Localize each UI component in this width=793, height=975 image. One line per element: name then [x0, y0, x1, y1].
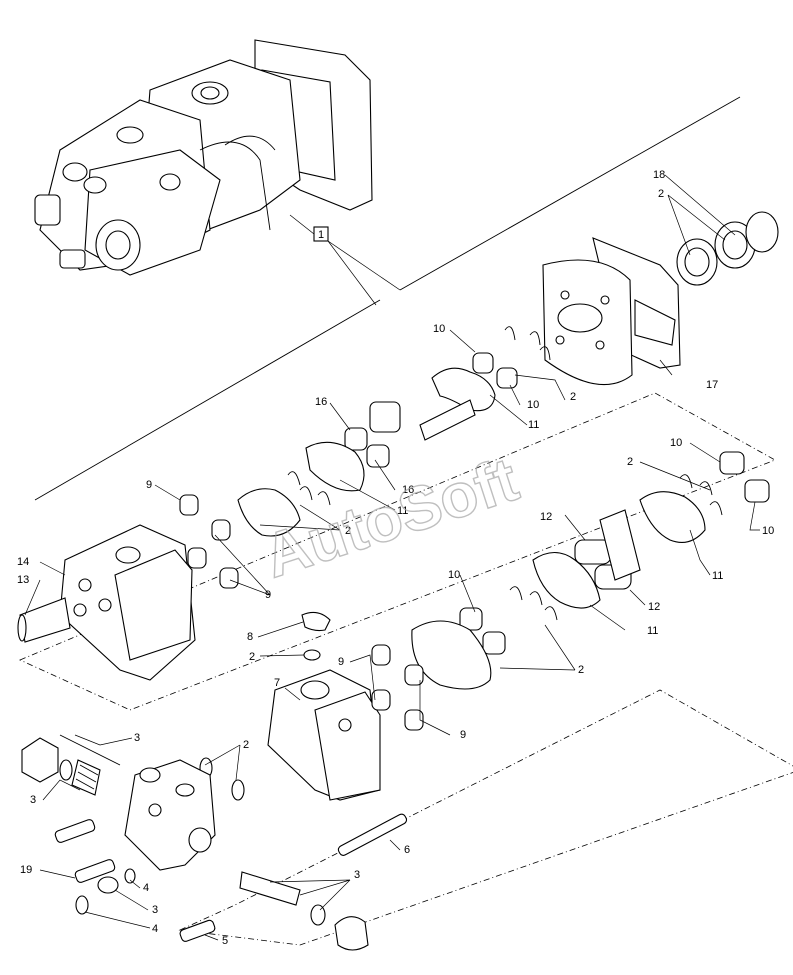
callout-1: 1 — [318, 229, 324, 241]
callout-10: 10 — [527, 399, 539, 411]
callout-6: 6 — [404, 844, 410, 856]
callout-17: 17 — [706, 379, 718, 391]
callout-12: 12 — [648, 601, 660, 613]
o-ring — [310, 904, 326, 926]
front-housing — [17, 524, 196, 681]
middle-housing — [267, 669, 381, 801]
callout-2: 2 — [345, 525, 351, 537]
lower-gear-set — [411, 451, 770, 690]
callout-16: 16 — [402, 484, 414, 496]
section-box-middle — [19, 392, 776, 711]
callout-10: 10 — [433, 323, 445, 335]
callout-18: 18 — [653, 169, 665, 181]
callout-9: 9 — [460, 729, 466, 741]
callout-2: 2 — [658, 188, 664, 200]
long-bolt — [337, 813, 408, 856]
bushing — [404, 709, 424, 731]
hex-plug — [334, 916, 369, 951]
callout-7: 7 — [274, 677, 280, 689]
bushing — [371, 644, 391, 666]
fitting — [97, 876, 119, 894]
spring — [71, 759, 101, 796]
gasket-plate — [237, 488, 301, 537]
retaining-ring — [745, 211, 779, 253]
callout-10: 10 — [762, 525, 774, 537]
separator-line-upper — [399, 96, 741, 291]
valve-block — [124, 759, 216, 871]
o-ring — [124, 868, 136, 884]
callout-14: 14 — [17, 556, 29, 568]
separator-line-lower — [34, 299, 381, 501]
callout-5: 5 — [222, 935, 228, 947]
callout-2: 2 — [243, 739, 249, 751]
callout-8: 8 — [247, 631, 253, 643]
o-ring — [75, 895, 89, 915]
callout-16: 16 — [315, 396, 327, 408]
bushing — [371, 689, 391, 711]
callout-3: 3 — [152, 904, 158, 916]
callout-2: 2 — [627, 456, 633, 468]
callout-4: 4 — [143, 882, 149, 894]
callout-9: 9 — [265, 589, 271, 601]
callout-2: 2 — [249, 651, 255, 663]
o-ring — [231, 779, 245, 801]
bushing — [179, 494, 199, 516]
callout-13: 13 — [17, 574, 29, 586]
bolt — [74, 859, 116, 883]
leader-lines — [24, 174, 760, 941]
bolt — [54, 819, 96, 843]
valve-spool — [239, 871, 301, 906]
bushing — [219, 567, 239, 589]
callout-11: 11 — [397, 505, 408, 517]
assembled-pump — [34, 39, 373, 276]
callout-4: 4 — [152, 923, 158, 935]
upper-gear-set — [287, 326, 551, 506]
callout-3: 3 — [30, 794, 36, 806]
plug — [301, 611, 331, 632]
hex-plug — [21, 737, 59, 783]
callout-19: 19 — [20, 864, 32, 876]
callout-10: 10 — [670, 437, 682, 449]
callout-2: 2 — [578, 664, 584, 676]
callout-11: 11 — [528, 419, 539, 431]
rear-cover-flange — [542, 237, 681, 386]
callout-10: 10 — [448, 569, 460, 581]
callout-9: 9 — [338, 656, 344, 668]
bushing — [211, 519, 231, 541]
o-ring — [59, 759, 73, 781]
callout-11: 11 — [712, 570, 723, 582]
callout-3: 3 — [354, 869, 360, 881]
bushing — [404, 664, 424, 686]
o-ring — [303, 649, 321, 661]
watermark-text: AutoSoft — [256, 445, 526, 591]
bushing — [187, 547, 207, 569]
callout-12: 12 — [540, 511, 552, 523]
callout-11: 11 — [647, 625, 658, 637]
bolt — [179, 919, 216, 942]
callout-9: 9 — [146, 479, 152, 491]
callout-labels: 18 2 1 17 10 2 10 16 11 16 11 2 9 9 14 1… — [17, 169, 774, 947]
callout-3: 3 — [134, 732, 140, 744]
callout-2: 2 — [570, 391, 576, 403]
